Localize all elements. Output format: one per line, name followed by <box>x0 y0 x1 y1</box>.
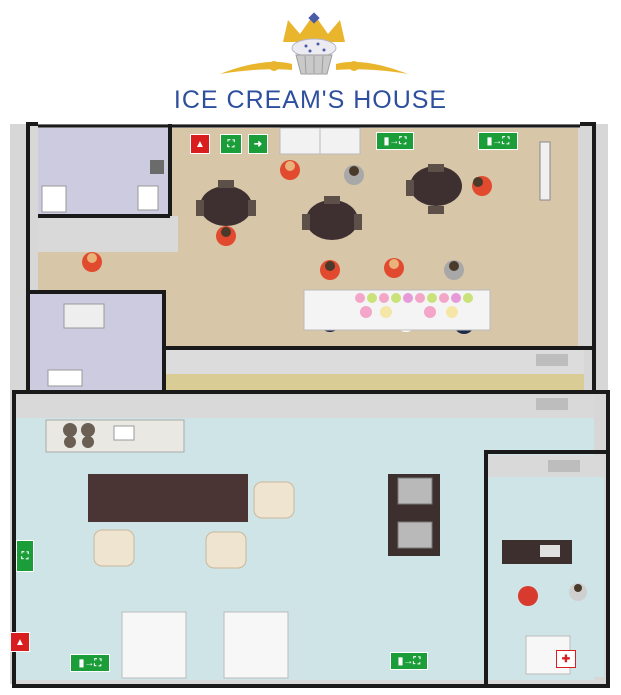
cafe-tables <box>200 166 462 240</box>
exit-sign-icon: ▮→⛶ <box>376 132 414 150</box>
emergency-exit-icon: ⛶ <box>220 134 242 154</box>
walls <box>12 122 610 688</box>
brand-name: ICE CREAM'S HOUSE <box>173 86 448 114</box>
left-swirl <box>220 61 292 74</box>
side-desk <box>502 540 572 564</box>
ice-cream-tubs <box>355 293 473 318</box>
fridge-right <box>223 611 289 679</box>
fire-extinguisher-icon: ▲ <box>190 134 210 154</box>
fridge-left <box>121 611 187 679</box>
exit-sign-icon: ▮→⛶ <box>478 132 518 150</box>
office-chair <box>518 586 538 606</box>
first-aid-icon: ✚ <box>556 650 576 668</box>
toilet-fixture <box>41 185 67 213</box>
armchairs <box>93 481 295 569</box>
sink-counter <box>63 303 105 329</box>
exit-sign-icon: ▮→⛶ <box>390 652 428 670</box>
floor-plan <box>10 122 610 688</box>
toilet-lower <box>47 369 83 387</box>
emergency-exit-icon: ⛶ <box>16 540 34 572</box>
bin-fixture <box>150 160 164 174</box>
wall-panel <box>539 141 551 201</box>
cafe-chairs <box>196 164 444 230</box>
arrow-right-icon: ➜ <box>248 134 268 154</box>
exit-sign-icon: ▮→⛶ <box>70 654 110 672</box>
crown-shape <box>283 14 345 42</box>
right-swirl <box>336 61 408 74</box>
meeting-table <box>88 474 248 522</box>
logo <box>0 0 621 118</box>
sink-fixture <box>137 185 159 211</box>
cupcake-frosting <box>291 38 337 58</box>
crown-cupcake-logo-icon <box>220 12 408 75</box>
fire-extinguisher-icon: ▲ <box>10 632 30 652</box>
